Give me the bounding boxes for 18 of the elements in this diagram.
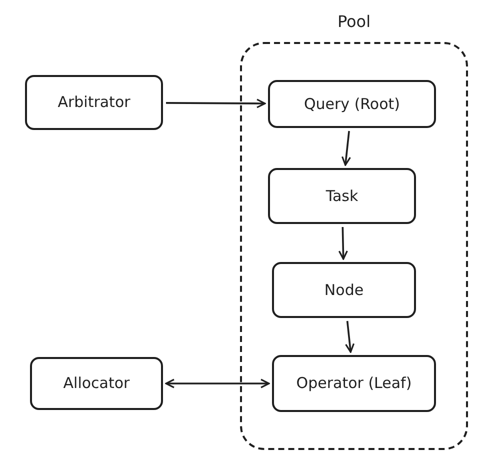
node-label: Arbitrator	[58, 93, 130, 112]
arrow	[338, 226, 348, 260]
node-label: Query (Root)	[304, 94, 400, 114]
arrow	[345, 320, 355, 353]
process-box	[272, 262, 416, 318]
node-label: Node	[324, 280, 364, 300]
node-label: Task	[326, 186, 358, 206]
process-box	[272, 355, 436, 412]
process-box	[25, 75, 163, 130]
group-title: Pool	[336, 12, 372, 32]
arrow	[165, 378, 270, 388]
arrow	[166, 98, 266, 108]
process-box	[268, 168, 416, 224]
process-box	[268, 80, 436, 128]
node-label: Operator (Leaf)	[296, 374, 412, 393]
node-label: Allocator	[63, 374, 130, 393]
arrow	[341, 130, 351, 166]
process-box	[30, 357, 163, 410]
